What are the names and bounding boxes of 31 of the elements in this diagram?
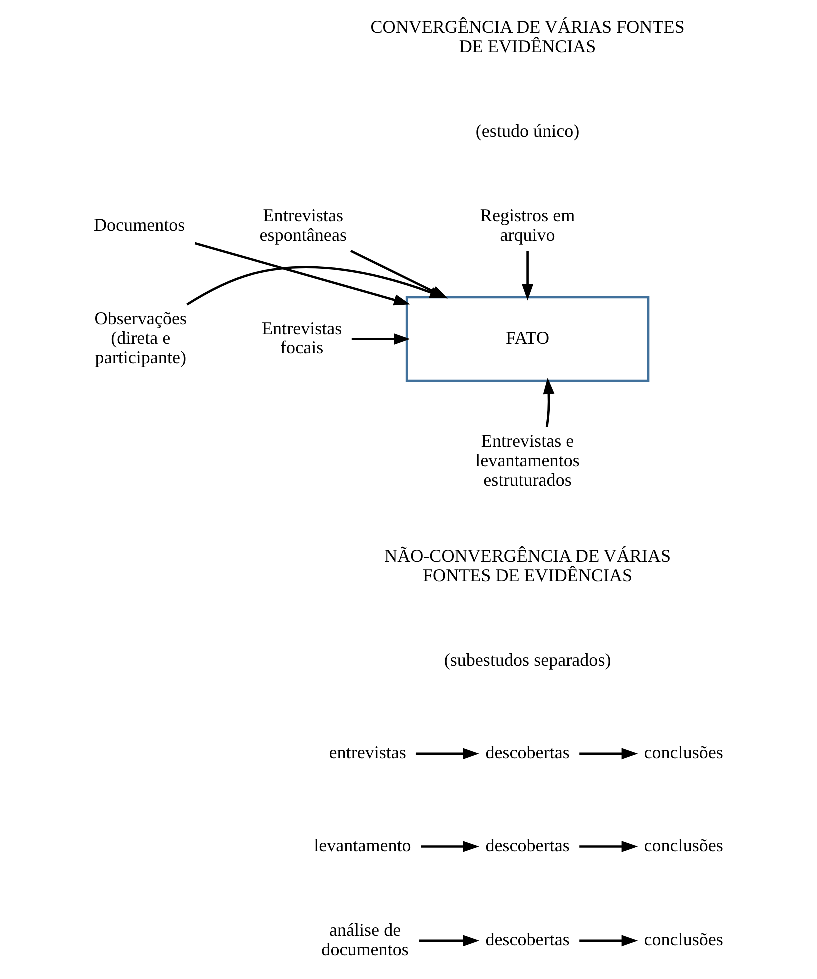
node-text: conclusões [644,742,724,763]
arrow [580,841,638,852]
arrow [416,748,480,760]
node-text: Documentos [94,215,186,236]
node-text: Registros em arquivo [480,206,576,245]
node-text: Entrevistas espontâneas [260,206,347,245]
node-text: análise de documentos [322,920,409,960]
node-text: entrevistas [329,742,406,763]
node-text: Entrevistas focais [262,318,342,358]
arrow [419,935,480,947]
arrow [580,748,638,760]
node-text: descobertas [486,930,570,950]
node-text: descobertas [486,742,570,763]
arrow [421,841,480,852]
label: (subestudos separados) [444,650,612,670]
node-text: Observações (direta e participante) [94,308,188,368]
arrow [543,378,555,428]
node-text: conclusões [644,930,724,950]
arrow [352,334,410,345]
arrow [522,251,534,301]
node-text: Entrevistas e levantamentos estruturados [476,431,580,490]
node-text: conclusões [644,836,724,856]
node-box: FATO [406,296,650,382]
label: CONVERGÊNCIA DE VÁRIAS FONTES DE EVIDÊNCIAS [370,17,685,57]
arrow [186,266,446,306]
label: (estudo único) [476,121,580,142]
arrow [194,242,410,306]
label: NÃO-CONVERGÊNCIA DE VÁRIAS FONTES DE EVIDÊNCIAS [384,546,671,586]
node-text: levantamento [314,836,412,856]
node-text: descobertas [486,836,570,856]
arrow [580,935,638,947]
